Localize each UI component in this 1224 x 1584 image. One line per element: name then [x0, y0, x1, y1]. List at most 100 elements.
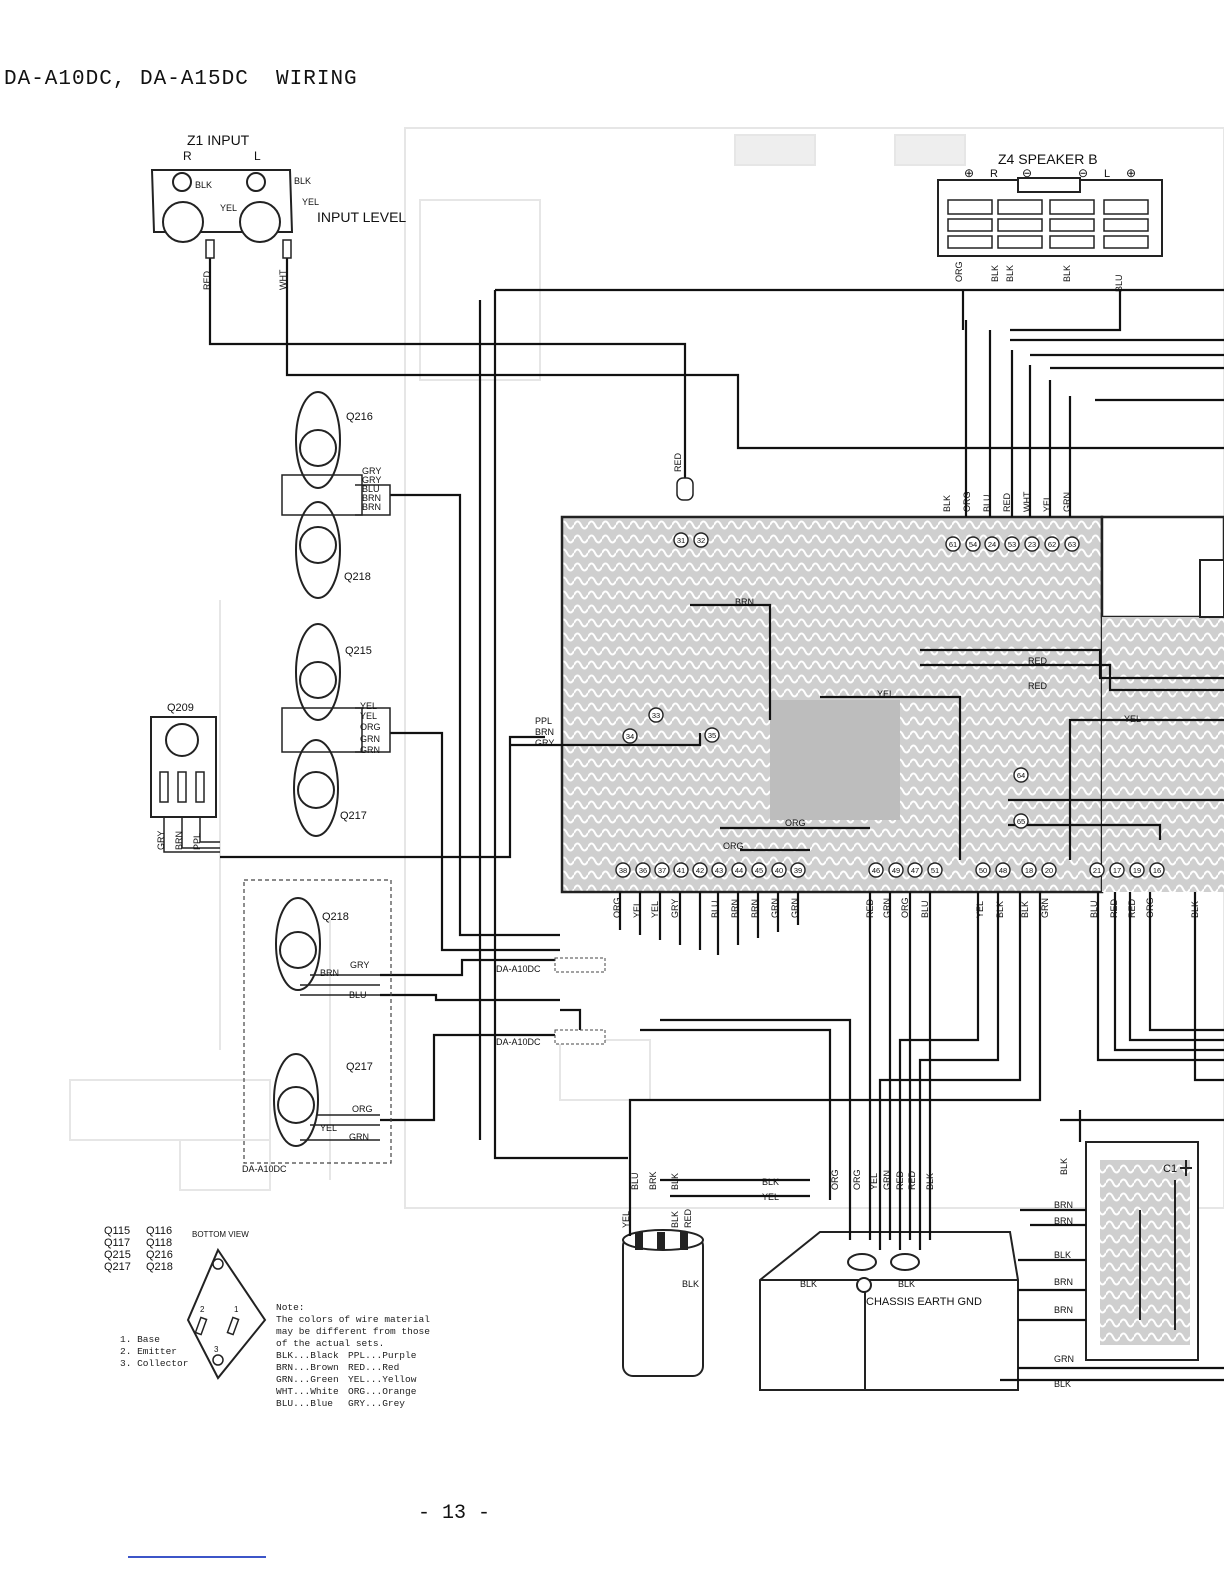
wire-label: GRN — [360, 734, 380, 744]
variant-tags: DA-A10DC DA-A10DC — [496, 957, 606, 1047]
terminal-number: 31 — [677, 536, 685, 545]
terminal-32: 32 — [693, 532, 709, 548]
wire-label: RED — [1127, 898, 1137, 918]
z1-input-block: Z1 INPUT R L INPUT LEVEL BLK YEL BLK YEL… — [150, 132, 406, 290]
note-color: BLK...Black — [276, 1350, 339, 1361]
note-color: BRN...Brown — [276, 1362, 339, 1373]
wire-label: BLU — [710, 900, 720, 918]
wire-label: ORG — [785, 818, 806, 828]
note-color: YEL...Yellow — [348, 1374, 417, 1385]
board-labels: BRN RED RED YEL YEL ORG ORG — [723, 597, 1141, 851]
wire-label: RED — [1002, 492, 1012, 512]
terminal-number: 19 — [1133, 866, 1141, 875]
wire-label: YEL — [762, 1192, 779, 1202]
wire-label: ORG — [723, 841, 744, 851]
terminal-61: 61 — [945, 536, 961, 552]
terminal-number: 40 — [775, 866, 783, 875]
wire-label: GRN — [1040, 898, 1050, 918]
wire-label: BLK — [1054, 1379, 1071, 1389]
pinout-id: Q218 — [146, 1261, 173, 1273]
pin-number: 2 — [200, 1305, 205, 1314]
wire-label: RED — [907, 1170, 917, 1190]
terminal-number: 46 — [872, 866, 880, 875]
wire-label: WHT — [278, 269, 288, 290]
terminal-50: 50 — [975, 862, 991, 878]
wire-label: BRN — [362, 502, 381, 512]
page-title: DA-A10DC, DA-A15DC WIRING — [4, 68, 358, 91]
wire-label: RED — [895, 1170, 905, 1190]
wire-label: GRN — [360, 745, 380, 755]
terminal-38: 38 — [615, 862, 631, 878]
wire-label: BLK — [942, 495, 952, 512]
wire-label: BLU — [982, 494, 992, 512]
wire-label: BRN — [735, 597, 754, 607]
wire-label: BLK — [1059, 1158, 1069, 1175]
wire-label: BRN — [730, 899, 740, 918]
pinout-id: Q117 — [104, 1237, 130, 1249]
note-color: WHT...White — [276, 1386, 339, 1397]
color-note: Note: The colors of wire material may be… — [276, 1302, 456, 1410]
variant-box-label: DA-A10DC — [242, 1164, 287, 1174]
pinout-id: Q215 — [104, 1249, 131, 1261]
note-color: BLU...Blue — [276, 1398, 334, 1409]
ppl-brn-gry-group: PPL BRN GRY — [535, 716, 554, 748]
note-line: may be different from those — [276, 1326, 430, 1337]
q216-q218-pair: Q216 Q218 GRY GRY BLU BRN BRN — [281, 391, 391, 599]
terminal-number: 20 — [1045, 866, 1053, 875]
wire-label: BLK — [800, 1279, 817, 1289]
c1-labels: BLK BRN BRN BLK BRN BRN GRN BLK — [1054, 1158, 1074, 1389]
wire-label: YEL — [360, 701, 377, 711]
terminal-number: 32 — [697, 536, 705, 545]
da-a10dc-box: Q218 Q217 GRY BRN BLU ORG YEL GRN DA-A10… — [242, 879, 392, 1174]
wire-label: BLK — [762, 1177, 779, 1187]
c1-label: C1 — [1163, 1163, 1177, 1175]
variant-tag-1: DA-A10DC — [496, 964, 541, 974]
note-color: ORG...Orange — [348, 1386, 417, 1397]
pin-number: 1 — [234, 1305, 239, 1314]
wire-label: ORG — [360, 722, 381, 732]
terminal-row-input: 31 32 — [673, 532, 709, 548]
terminal-number: 41 — [677, 866, 685, 875]
q209-label: Q209 — [167, 702, 194, 714]
wire-label: GRY — [362, 475, 381, 485]
terminal-number: 48 — [999, 866, 1007, 875]
z1-r-label: R — [183, 149, 192, 163]
variant-tag-2: DA-A10DC — [496, 1037, 541, 1047]
terminal-number: 53 — [1008, 540, 1016, 549]
wire-label: BLU — [362, 484, 380, 494]
terminal-number: 33 — [652, 711, 660, 720]
terminal-49: 49 — [888, 862, 904, 878]
q216-label: Q216 — [346, 411, 373, 423]
wire-label: GRN — [882, 1170, 892, 1190]
terminal-63: 63 — [1064, 536, 1080, 552]
wire-label: GRN — [1062, 492, 1072, 512]
terminal-number: 35 — [708, 731, 716, 740]
pin-legend-item: 2. Emitter — [120, 1346, 178, 1357]
terminal-23: 23 — [1024, 536, 1040, 552]
terminal-65: 65 — [1013, 813, 1029, 829]
terminal-42: 42 — [692, 862, 708, 878]
wire-label: BLK — [670, 1211, 680, 1228]
wire-label: BLK — [898, 1279, 915, 1289]
terminal-31: 31 — [673, 532, 689, 548]
wire-label: RED — [1028, 681, 1048, 691]
terminal-number: 21 — [1093, 866, 1101, 875]
terminal-number: 17 — [1113, 866, 1121, 875]
terminal-17: 17 — [1109, 862, 1125, 878]
terminal-40: 40 — [771, 862, 787, 878]
terminal-54: 54 — [965, 536, 981, 552]
wire-label: BRN — [362, 493, 381, 503]
note-color-row: WHT...White ORG...Orange — [276, 1386, 456, 1398]
power-transformer — [759, 1231, 1019, 1391]
pinout-id: Q115 — [104, 1225, 130, 1237]
terminal-number: 61 — [949, 540, 957, 549]
main-pcb — [560, 515, 1224, 894]
terminal-37: 37 — [654, 862, 670, 878]
wire-label: YEL — [320, 1123, 337, 1133]
wire-label: YEL — [975, 901, 985, 918]
terminal-41: 41 — [673, 862, 689, 878]
note-line: of the actual sets. — [276, 1338, 385, 1349]
z1-l-label: L — [254, 149, 261, 163]
wire-label: ORG — [1145, 897, 1155, 918]
